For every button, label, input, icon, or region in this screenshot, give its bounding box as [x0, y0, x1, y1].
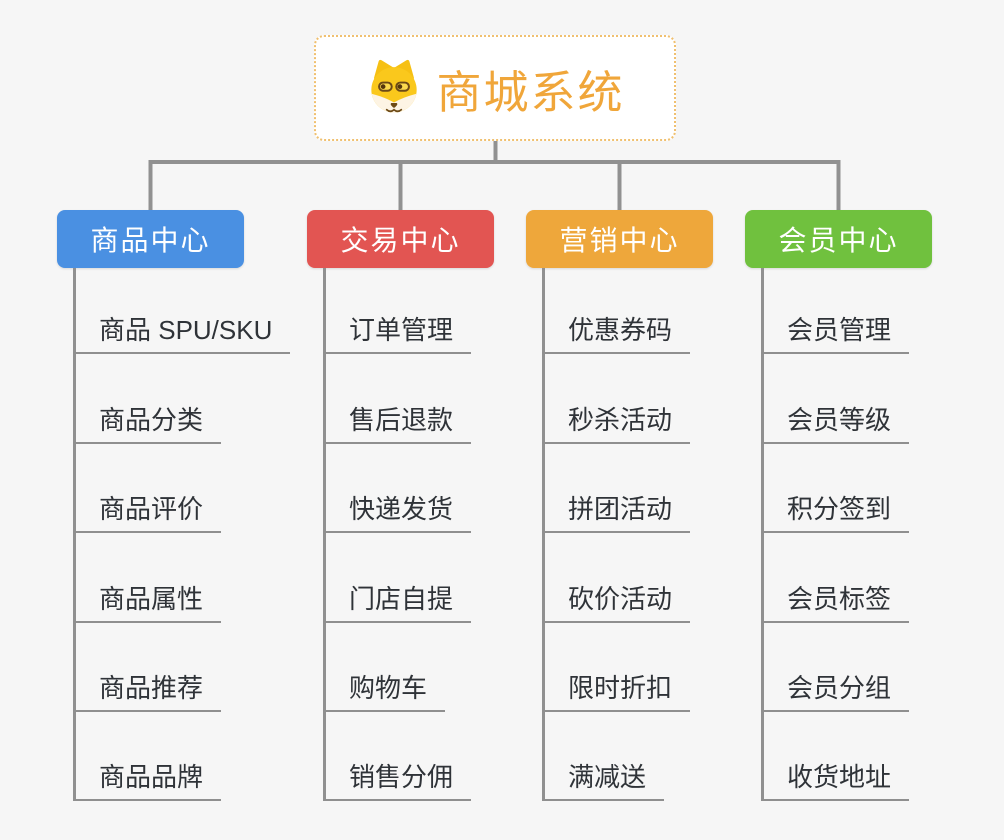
- subtopic-item[interactable]: 商品 SPU/SKU: [73, 314, 291, 354]
- subtopic-item[interactable]: 商品推荐: [73, 672, 222, 712]
- branch-header-marketing-center[interactable]: 营销中心: [526, 210, 713, 268]
- branch-header-product-center[interactable]: 商品中心: [57, 210, 244, 268]
- subtopic-label: 订单管理: [349, 315, 454, 345]
- subtopic-label: 砍价活动: [568, 584, 673, 614]
- branch-trade-center: 交易中心 订单管理 售后退款 快递发货 门店自提 购物车 销售分佣: [307, 210, 567, 810]
- subtopic-item[interactable]: 商品评价: [73, 493, 222, 533]
- subtopic-label: 商品评价: [99, 494, 204, 524]
- subtopic-item[interactable]: 会员分组: [761, 672, 910, 712]
- branch-label: 营销中心: [559, 225, 680, 256]
- subtopic-item[interactable]: 商品分类: [73, 404, 222, 444]
- branch-label: 商品中心: [90, 225, 211, 256]
- subtopic-item[interactable]: 积分签到: [761, 493, 910, 533]
- subtopic-label: 会员标签: [787, 584, 892, 614]
- branch-header-member-center[interactable]: 会员中心: [745, 210, 932, 268]
- dog-icon: [365, 59, 423, 117]
- subtopic-label: 商品品牌: [99, 762, 204, 792]
- subtopic-label: 收货地址: [787, 762, 892, 792]
- subtopic-label: 会员管理: [787, 315, 892, 345]
- subtopic-item[interactable]: 会员等级: [761, 404, 910, 444]
- subtopic-item[interactable]: 商品品牌: [73, 761, 222, 801]
- branch-trunk-line: [761, 268, 764, 800]
- subtopic-item[interactable]: 拼团活动: [542, 493, 691, 533]
- subtopic-label: 会员分组: [787, 673, 892, 703]
- subtopic-item[interactable]: 限时折扣: [542, 672, 691, 712]
- subtopic-label: 限时折扣: [568, 673, 673, 703]
- subtopic-label: 会员等级: [787, 405, 892, 435]
- branch-marketing-center: 营销中心 优惠券码 秒杀活动 拼团活动 砍价活动 限时折扣 满减送: [526, 210, 786, 810]
- subtopic-item[interactable]: 优惠券码: [542, 314, 691, 354]
- subtopic-label: 商品分类: [99, 405, 204, 435]
- subtopic-item[interactable]: 订单管理: [323, 314, 472, 354]
- subtopic-item[interactable]: 秒杀活动: [542, 404, 691, 444]
- subtopic-item[interactable]: 售后退款: [323, 404, 472, 444]
- subtopic-label: 售后退款: [349, 405, 454, 435]
- subtopic-label: 秒杀活动: [568, 405, 673, 435]
- subtopic-label: 拼团活动: [568, 494, 673, 524]
- root-node[interactable]: 商城系统: [314, 35, 676, 141]
- subtopic-label: 快递发货: [349, 494, 454, 524]
- subtopic-label: 商品属性: [99, 584, 204, 614]
- branch-trunk-line: [73, 268, 76, 800]
- subtopic-label: 购物车: [349, 673, 428, 703]
- branch-trunk-line: [542, 268, 545, 800]
- branch-trunk-line: [323, 268, 326, 800]
- subtopic-item[interactable]: 商品属性: [73, 583, 222, 623]
- branch-label: 会员中心: [778, 225, 899, 256]
- subtopic-label: 销售分佣: [349, 762, 454, 792]
- subtopic-item[interactable]: 满减送: [542, 761, 665, 801]
- subtopic-item[interactable]: 购物车: [323, 672, 446, 712]
- subtopic-label: 优惠券码: [568, 315, 673, 345]
- subtopic-item[interactable]: 快递发货: [323, 493, 472, 533]
- subtopic-item[interactable]: 会员管理: [761, 314, 910, 354]
- branch-label: 交易中心: [340, 225, 461, 256]
- subtopic-label: 满减送: [568, 762, 647, 792]
- subtopic-item[interactable]: 收货地址: [761, 761, 910, 801]
- subtopic-label: 商品 SPU/SKU: [99, 315, 273, 345]
- branch-header-trade-center[interactable]: 交易中心: [307, 210, 494, 268]
- subtopic-item[interactable]: 砍价活动: [542, 583, 691, 623]
- subtopic-item[interactable]: 会员标签: [761, 583, 910, 623]
- subtopic-item[interactable]: 门店自提: [323, 583, 472, 623]
- subtopic-label: 积分签到: [787, 494, 892, 524]
- branch-member-center: 会员中心 会员管理 会员等级 积分签到 会员标签 会员分组 收货地址: [745, 210, 1004, 810]
- subtopic-item[interactable]: 销售分佣: [323, 761, 472, 801]
- branch-product-center: 商品中心 商品 SPU/SKU 商品分类 商品评价 商品属性 商品推荐 商品品牌: [57, 210, 317, 810]
- subtopic-label: 商品推荐: [99, 673, 204, 703]
- root-title: 商城系统: [436, 66, 625, 118]
- subtopic-label: 门店自提: [349, 584, 454, 614]
